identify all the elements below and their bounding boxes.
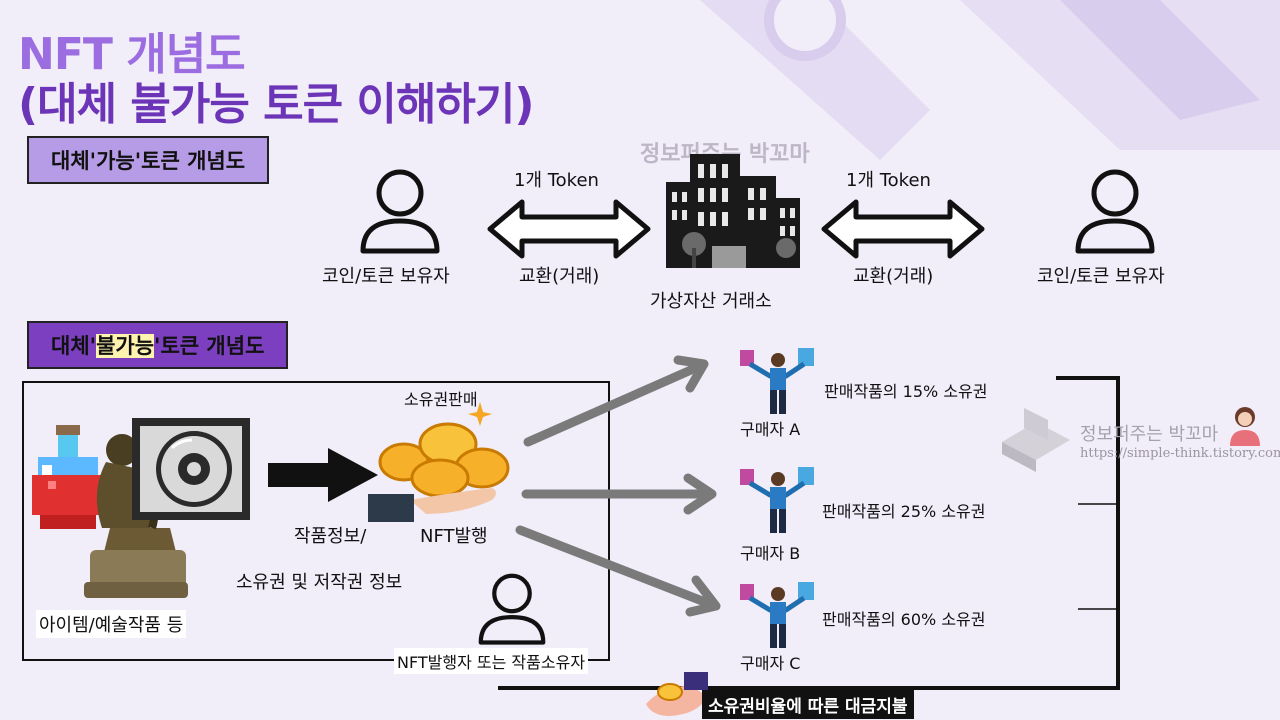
item-caption: 아이템/예술작품 등 bbox=[36, 610, 187, 638]
double-arrow-left-icon bbox=[487, 199, 651, 259]
buyer-c-figure-icon bbox=[740, 582, 814, 648]
fungible-section-label: 대체'가능'토큰 개념도 bbox=[27, 136, 270, 184]
nonfungible-label-post: '토큰 개념도 bbox=[154, 334, 265, 358]
page-title: NFT 개념도 bbox=[18, 29, 246, 80]
issuer-person-icon bbox=[478, 573, 546, 645]
nonfungible-section-label: 대체'불가능'토큰 개념도 bbox=[27, 321, 289, 369]
arrowhead-buyer-b bbox=[683, 473, 717, 515]
payment-label: 소유권비율에 따른 대금지불 bbox=[702, 690, 914, 719]
disc-image-icon bbox=[132, 418, 250, 520]
buyer-a-name: 구매자 A bbox=[740, 420, 801, 439]
buyer-b-share: 판매작품의 25% 소유권 bbox=[822, 502, 986, 521]
exchange-building-icon bbox=[666, 154, 800, 268]
potion-icon bbox=[32, 425, 104, 529]
double-arrow-right-icon bbox=[821, 199, 985, 259]
coins-hand-icon bbox=[368, 402, 510, 522]
mascot-girl-icon bbox=[1230, 407, 1260, 446]
payment-hand-icon bbox=[646, 672, 708, 716]
buyer-a-share: 판매작품의 15% 소유권 bbox=[824, 382, 988, 401]
sale-label: 소유권판매 bbox=[404, 390, 478, 409]
arrow-to-buyer-c bbox=[515, 525, 715, 609]
holder-right-label: 코인/토큰 보유자 bbox=[1037, 266, 1165, 287]
token-left-label: 1개 Token bbox=[514, 170, 599, 191]
exchange-right-label: 교환(거래) bbox=[853, 266, 934, 287]
arrowhead-buyer-a bbox=[673, 355, 709, 393]
person-icon-left bbox=[360, 169, 440, 254]
buyer-a-figure-icon bbox=[740, 348, 814, 414]
page-subtitle: (대체 불가능 토큰 이해하기) bbox=[18, 79, 534, 130]
watermark-right: 정보퍼주는 박꼬마 bbox=[1080, 424, 1219, 445]
artwork-frame bbox=[22, 381, 610, 661]
buyer-c-name: 구매자 C bbox=[740, 654, 801, 673]
nonfungible-label-mark: 불가능 bbox=[96, 334, 155, 358]
watermark-logo-icon bbox=[1002, 408, 1070, 472]
person-icon-right bbox=[1075, 169, 1155, 254]
holder-left-label: 코인/토큰 보유자 bbox=[322, 266, 450, 287]
issue-arrow-icon bbox=[268, 448, 378, 502]
arrowhead-buyer-c bbox=[685, 575, 721, 617]
nft-issue-label: NFT발행 bbox=[420, 526, 488, 547]
exchange-center-label: 가상자산 거래소 bbox=[650, 291, 772, 312]
token-right-label: 1개 Token bbox=[846, 170, 931, 191]
exchange-left-label: 교환(거래) bbox=[519, 266, 600, 287]
nonfungible-label-pre: 대체' bbox=[51, 334, 97, 358]
arrow-to-buyer-a bbox=[523, 361, 705, 447]
work-info-label: 작품정보/ bbox=[294, 526, 367, 547]
buyer-b-name: 구매자 B bbox=[740, 544, 801, 563]
issuer-label: NFT발행자 또는 작품소유자 bbox=[394, 648, 589, 674]
buyer-c-share: 판매작품의 60% 소유권 bbox=[822, 610, 986, 629]
watermark-url: https://simple-think.tistory.com bbox=[1080, 446, 1280, 461]
rights-info-label: 소유권 및 저작권 정보 bbox=[236, 572, 403, 593]
buyer-b-figure-icon bbox=[740, 467, 814, 533]
